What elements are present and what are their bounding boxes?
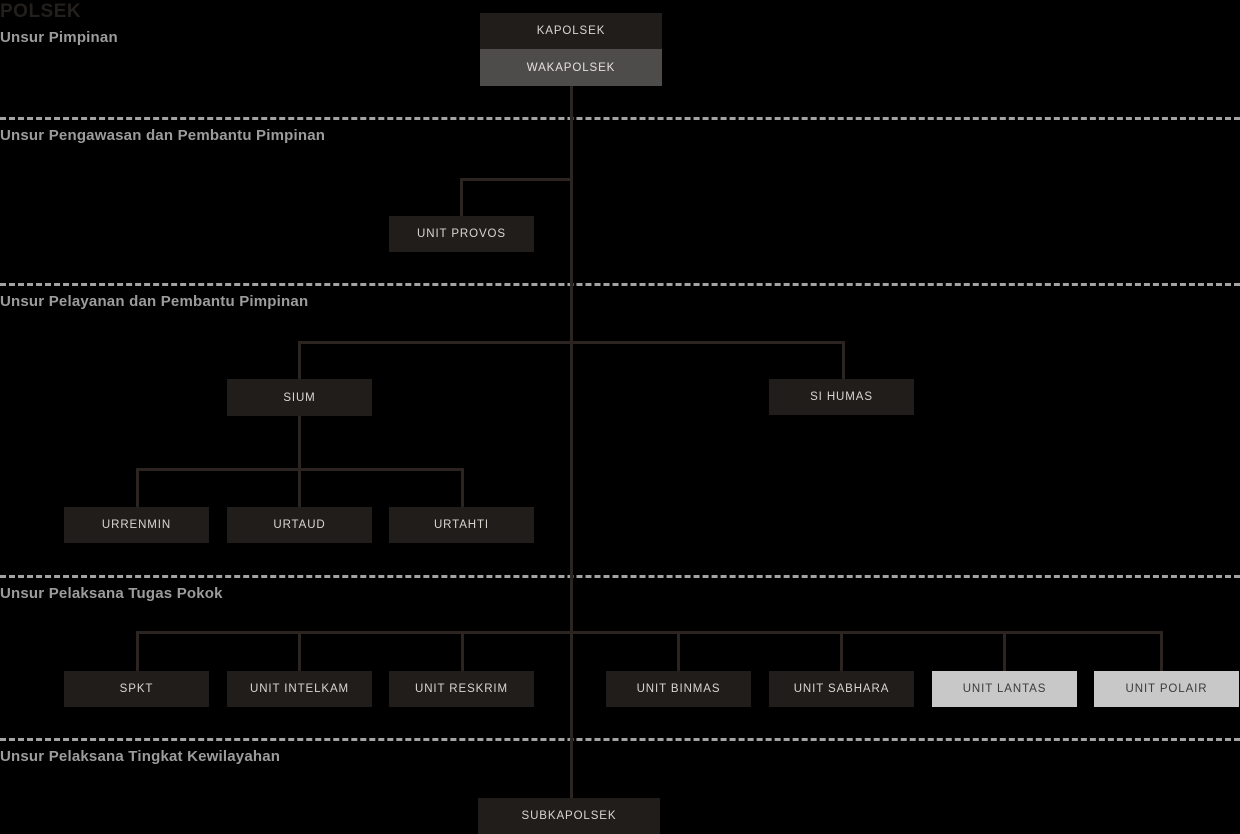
divider-pelaksana-kewilayahan <box>0 738 1240 741</box>
divider-pelayanan-pelaksana <box>0 575 1240 578</box>
connector-spkt-drop <box>136 631 139 671</box>
node-unit-sabhara[interactable]: UNIT SABHARA <box>769 671 914 707</box>
node-unit-polair[interactable]: UNIT POLAIR <box>1094 671 1239 707</box>
connector-urtahti-drop <box>461 468 464 507</box>
connector-reskrim-drop <box>461 631 464 671</box>
connector-intelkam-drop <box>298 631 301 671</box>
node-spkt[interactable]: SPKT <box>64 671 209 707</box>
band-label-tingkat-kewilayahan: Unsur Pelaksana Tingkat Kewilayahan <box>0 748 281 765</box>
connector-main-trunk <box>570 86 573 798</box>
connector-pelayanan-bus <box>298 341 845 344</box>
band-label-pelaksana-pokok: Unsur Pelaksana Tugas Pokok <box>0 585 223 602</box>
band-label-pengawasan: Unsur Pengawasan dan Pembantu Pimpinan <box>0 127 326 144</box>
connector-pokok-bus <box>136 631 1163 634</box>
connector-urtaud-drop <box>298 468 301 507</box>
node-si-humas[interactable]: SI HUMAS <box>769 379 914 415</box>
node-unit-intelkam[interactable]: UNIT INTELKAM <box>227 671 372 707</box>
node-subkapolsek[interactable]: SUBKAPOLSEK <box>478 798 660 834</box>
node-urtaud[interactable]: URTAUD <box>227 507 372 543</box>
node-sium[interactable]: SIUM <box>227 379 372 416</box>
node-unit-reskrim[interactable]: UNIT RESKRIM <box>389 671 534 707</box>
connector-polair-drop <box>1160 631 1163 671</box>
node-unit-binmas[interactable]: UNIT BINMAS <box>606 671 751 707</box>
connector-sium-drop <box>298 341 301 379</box>
page-title: POLSEK <box>0 1 82 22</box>
divider-pengawasan-pelayanan <box>0 283 1240 286</box>
connector-provos-horizontal <box>460 178 573 181</box>
node-wakapolsek[interactable]: WAKAPOLSEK <box>480 49 662 86</box>
node-kapolsek[interactable]: KAPOLSEK <box>480 13 662 49</box>
band-label-pimpinan: Unsur Pimpinan <box>0 29 118 46</box>
node-urrenmin[interactable]: URRENMIN <box>64 507 209 543</box>
connector-lantas-drop <box>1003 631 1006 671</box>
connector-sihumas-drop <box>842 341 845 379</box>
divider-pimpinan-pengawasan <box>0 117 1240 120</box>
connector-urrenmin-drop <box>136 468 139 507</box>
connector-binmas-drop <box>677 631 680 671</box>
node-unit-provos[interactable]: UNIT PROVOS <box>389 216 534 252</box>
connector-sium-stem <box>298 416 301 468</box>
node-urtahti[interactable]: URTAHTI <box>389 507 534 543</box>
band-label-pelayanan: Unsur Pelayanan dan Pembantu Pimpinan <box>0 293 309 310</box>
connector-provos-drop <box>460 178 463 216</box>
node-unit-lantas[interactable]: UNIT LANTAS <box>932 671 1077 707</box>
connector-sabhara-drop <box>840 631 843 671</box>
